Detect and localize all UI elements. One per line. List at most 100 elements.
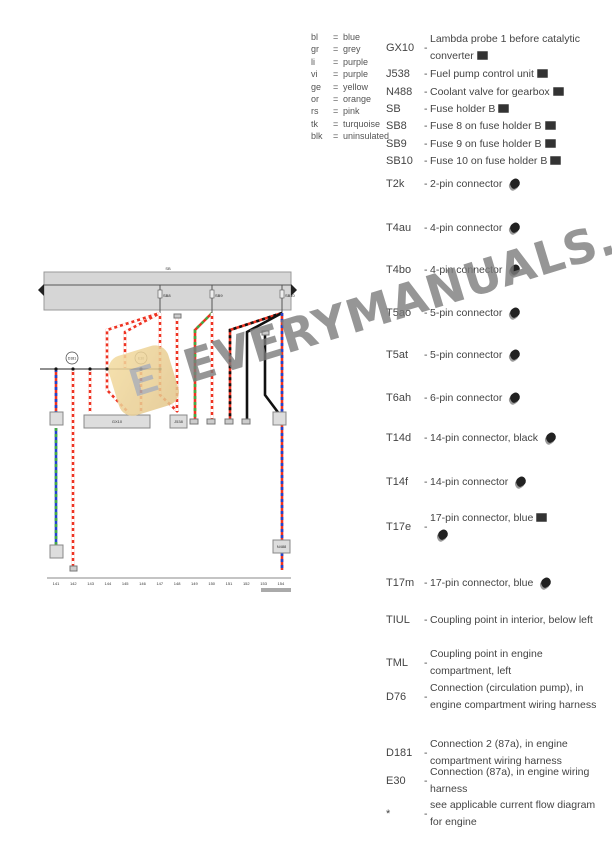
color-abbr: ge bbox=[311, 81, 322, 92]
junction-dot bbox=[71, 367, 75, 371]
color-abbr: tk bbox=[311, 118, 319, 129]
wire-stripe bbox=[123, 311, 161, 368]
column-number: 147 bbox=[156, 581, 163, 586]
legend-desc: Coolant valve for gearbox bbox=[430, 84, 564, 101]
bus-label: SB bbox=[165, 266, 171, 271]
legend-desc: 5-pin connector bbox=[430, 347, 522, 364]
color-abbr: vi bbox=[311, 69, 318, 80]
color-code-row: tk = turquoise bbox=[311, 118, 389, 130]
equals-sign: = bbox=[333, 32, 339, 42]
connector-box bbox=[49, 544, 64, 559]
legend-row: T17m-17-pin connector, blue bbox=[386, 575, 608, 592]
page-left-arrow-icon bbox=[38, 284, 44, 296]
junction-label: E30 bbox=[138, 357, 144, 361]
legend-desc: 17-pin connector, blue bbox=[430, 575, 553, 592]
legend-desc: Connection 2 (87a), in engine compartmen… bbox=[430, 736, 608, 769]
equals-sign: = bbox=[333, 69, 339, 80]
legend-dash: - bbox=[424, 138, 428, 151]
terminal bbox=[241, 418, 251, 425]
legend-row: T4bo-4-pin connector bbox=[386, 262, 608, 279]
legend-desc: Coupling point in interior, below left bbox=[430, 612, 593, 629]
legend-row: SB-Fuse holder B bbox=[386, 101, 608, 118]
legend-dash: - bbox=[424, 392, 428, 405]
photo-icon[interactable] bbox=[552, 87, 564, 96]
terminal bbox=[261, 330, 270, 336]
legend-desc: 4-pin connector bbox=[430, 262, 522, 279]
legend-code: T14d bbox=[386, 432, 412, 445]
equals-sign: = bbox=[333, 81, 339, 92]
photo-icon[interactable] bbox=[536, 69, 548, 78]
color-code-row: li=purple bbox=[311, 56, 389, 68]
junction-circle bbox=[65, 351, 79, 365]
legend-desc-text: Connection (87a), in engine wiring harne… bbox=[430, 766, 590, 795]
equals-sign: = bbox=[333, 44, 339, 55]
legend-desc: 17-pin connector, blue bbox=[430, 510, 548, 543]
legend-code: GX10 bbox=[386, 41, 415, 54]
component-label: GX10 bbox=[112, 419, 123, 424]
legend-row: D76-Connection (circulation pump), in en… bbox=[386, 680, 608, 713]
color-code-row: ge=yellow bbox=[311, 81, 389, 93]
legend-desc-text: 14-pin connector, black bbox=[430, 432, 538, 444]
photo-icon[interactable] bbox=[550, 156, 562, 165]
legend-desc-text: Fuse 8 on fuse holder B bbox=[430, 120, 542, 132]
wire-stripe bbox=[105, 311, 161, 413]
legend-desc: Fuse 8 on fuse holder B bbox=[430, 118, 556, 135]
legend-code: TIUL bbox=[386, 614, 410, 627]
legend-row: J538-Fuel pump control unit bbox=[386, 66, 608, 83]
legend-desc-text: 4-pin connector bbox=[430, 264, 503, 276]
photo-icon[interactable] bbox=[544, 121, 556, 130]
junction-dot bbox=[54, 367, 58, 371]
legend-code: SB9 bbox=[386, 138, 407, 151]
color-abbr: or bbox=[311, 94, 320, 105]
legend-code: D181 bbox=[386, 746, 413, 759]
wire bbox=[245, 311, 283, 420]
legend-desc-text: Coupling point in engine compartment, le… bbox=[430, 648, 543, 677]
legend-code: TML bbox=[386, 656, 408, 669]
column-number: 149 bbox=[191, 581, 198, 586]
legend-desc: Coupling point in engine compartment, le… bbox=[430, 646, 608, 679]
terminal bbox=[173, 313, 182, 319]
legend-desc: Connection (circulation pump), in engine… bbox=[430, 680, 608, 713]
junction-dot bbox=[139, 367, 143, 371]
legend-desc-text: 2-pin connector bbox=[430, 178, 503, 190]
fuse-holder-bus bbox=[43, 271, 292, 311]
legend-row: T5ao-5-pin connector bbox=[386, 305, 608, 322]
photo-icon[interactable] bbox=[476, 50, 488, 60]
legend-desc-text: Fuel pump control unit bbox=[430, 68, 534, 80]
legend-desc: Lambda probe 1 before catalytic converte… bbox=[430, 31, 608, 64]
legend-dash: - bbox=[424, 120, 428, 133]
legend-dash: - bbox=[424, 103, 428, 116]
legend-dash: - bbox=[424, 222, 428, 235]
wire bbox=[263, 335, 282, 416]
legend-desc: 4-pin connector bbox=[430, 220, 522, 237]
junction-dot bbox=[105, 367, 109, 371]
color-abbr: li bbox=[311, 56, 315, 67]
equals-sign: = bbox=[333, 118, 339, 129]
component-box bbox=[272, 539, 291, 554]
color-code-row: blk=uninsulated bbox=[311, 130, 389, 142]
color-abbr: blk bbox=[311, 131, 323, 142]
wire-stripe bbox=[193, 312, 213, 420]
legend-code: T4au bbox=[386, 222, 412, 235]
photo-icon[interactable] bbox=[544, 139, 556, 148]
column-number: 152 bbox=[243, 581, 250, 586]
legend-row: D181-Connection 2 (87a), in engine compa… bbox=[386, 736, 608, 769]
legend-desc: Fuse 10 on fuse holder B bbox=[430, 153, 562, 170]
color-name: purple bbox=[343, 69, 369, 80]
legend-desc: Connection (87a), in engine wiring harne… bbox=[430, 764, 608, 797]
legend-code: T2k bbox=[386, 178, 405, 191]
terminal bbox=[69, 565, 78, 572]
photo-icon[interactable] bbox=[498, 104, 510, 113]
legend-code: T4bo bbox=[386, 264, 412, 277]
legend-desc-text: see applicable current flow diagram for … bbox=[430, 799, 596, 828]
fuse-symbol bbox=[279, 289, 285, 299]
color-abbr: rs bbox=[311, 106, 319, 117]
color-name: turquoise bbox=[343, 118, 381, 129]
component-label: N488 bbox=[277, 544, 287, 549]
photo-icon[interactable] bbox=[536, 513, 548, 522]
legend-row: N488-Coolant valve for gearbox bbox=[386, 84, 608, 101]
legend-code: D76 bbox=[386, 690, 407, 703]
legend-desc-text: Coupling point in interior, below left bbox=[430, 614, 593, 626]
column-number: 144 bbox=[105, 581, 112, 586]
